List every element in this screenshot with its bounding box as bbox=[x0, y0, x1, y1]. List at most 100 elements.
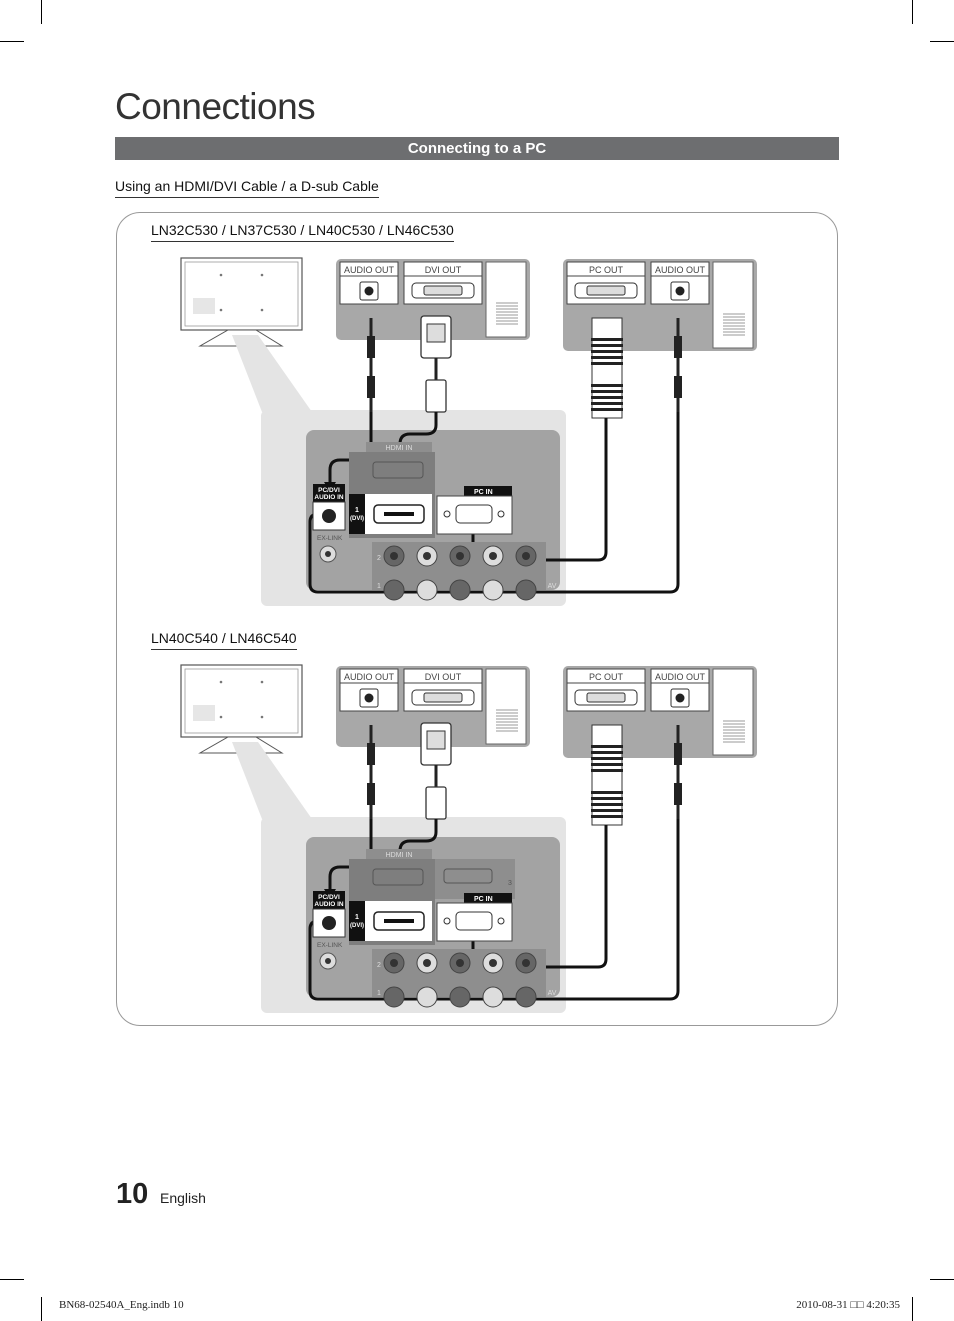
dvi-label: (DVI) bbox=[350, 923, 364, 929]
section-banner: Connecting to a PC bbox=[115, 137, 839, 160]
pc-in-label: PC IN bbox=[474, 489, 493, 496]
pc-tower-icon bbox=[485, 261, 527, 338]
rca-jack bbox=[456, 552, 464, 560]
dsub-ferrite bbox=[591, 809, 623, 812]
pc-in-label-bg bbox=[464, 893, 512, 903]
audio-cable-return-path bbox=[308, 412, 680, 594]
dsub-ferrite bbox=[591, 396, 623, 399]
dsub-ferrite bbox=[591, 402, 623, 405]
ex-link-jack bbox=[325, 958, 331, 964]
rca-jack bbox=[416, 986, 438, 1008]
rca-jack bbox=[449, 986, 471, 1008]
dsub-ferrite bbox=[591, 815, 623, 818]
audio-plug bbox=[674, 336, 682, 358]
pc-in-label-bg bbox=[464, 486, 512, 496]
row-label: 2 bbox=[377, 555, 381, 562]
screw-icon bbox=[443, 917, 451, 925]
tv-icon bbox=[180, 664, 303, 738]
hdmi-in-label: HDMI IN bbox=[386, 445, 413, 452]
audio-jack-icon bbox=[322, 509, 336, 523]
audio-plug bbox=[367, 376, 375, 398]
dsub-ferrite bbox=[591, 745, 623, 748]
pc-port-label: DVI OUT bbox=[425, 672, 462, 682]
hdmi-header bbox=[366, 849, 432, 859]
hdmi-port-icon bbox=[384, 919, 414, 923]
pc-tower-icon bbox=[485, 668, 527, 745]
tv-screen bbox=[184, 668, 299, 734]
dsub-ferrite bbox=[591, 797, 623, 800]
row-label: 1 bbox=[377, 583, 381, 590]
dsub-ferrite bbox=[591, 751, 623, 754]
subheading: Using an HDMI/DVI Cable / a D-sub Cable bbox=[115, 178, 379, 198]
model-label: LN40C540 / LN46C540 bbox=[151, 630, 297, 650]
hdmi-cable-path bbox=[398, 412, 438, 500]
audio-plug bbox=[674, 376, 682, 398]
row-label: 2 bbox=[377, 962, 381, 969]
tv-dot bbox=[219, 273, 223, 277]
rca-jack bbox=[390, 552, 398, 560]
crop-mark bbox=[912, 0, 913, 24]
page-title: Connections bbox=[115, 86, 316, 127]
dsub-ferrite bbox=[591, 791, 623, 794]
hdmi1-label-bg bbox=[349, 494, 365, 534]
audio-jack-icon bbox=[675, 693, 685, 703]
pc-port-label: AUDIO OUT bbox=[344, 265, 395, 275]
audio-jack-icon bbox=[364, 286, 374, 296]
dvi-label: (DVI) bbox=[350, 516, 364, 522]
hdmi-port-icon bbox=[443, 868, 493, 884]
dvi-port-icon bbox=[423, 285, 463, 296]
ex-link-label: EX-LINK bbox=[317, 535, 343, 542]
tv-highlight bbox=[193, 298, 215, 314]
rca-jack bbox=[456, 959, 464, 967]
audio-plug bbox=[674, 743, 682, 765]
rca-jack bbox=[489, 552, 497, 560]
hdmi-in-label: HDMI IN bbox=[386, 852, 413, 859]
hdmi1-label: 1 bbox=[355, 914, 359, 921]
rca-jack bbox=[489, 959, 497, 967]
pc-port-label: AUDIO OUT bbox=[655, 672, 706, 682]
pc-dvi-audio-label: PC/DVI bbox=[318, 894, 340, 901]
hdmi-plug bbox=[425, 379, 447, 413]
dsub-ferrite bbox=[591, 390, 623, 393]
page-language: English bbox=[160, 1190, 206, 1206]
av-label: AV bbox=[548, 990, 557, 997]
audio-jack-icon bbox=[675, 286, 685, 296]
diagram-panel bbox=[116, 212, 838, 1026]
hdmi-plug bbox=[425, 786, 447, 820]
footer-timestamp: 2010-08-31 □□ 4:20:35 bbox=[796, 1299, 900, 1311]
tv-dot bbox=[260, 308, 264, 312]
audio-plug bbox=[674, 783, 682, 805]
hdmi-3-block bbox=[435, 859, 515, 899]
dsub-ferrite bbox=[591, 408, 623, 411]
rca-jack bbox=[383, 986, 405, 1008]
rca-jack bbox=[515, 986, 537, 1008]
tv-dot bbox=[219, 308, 223, 312]
zoom-beam bbox=[232, 335, 312, 412]
pc-in-label: PC IN bbox=[474, 896, 493, 903]
crop-mark bbox=[912, 1297, 913, 1321]
rca-jack bbox=[423, 552, 431, 560]
zoom-beam bbox=[232, 742, 312, 819]
rca-jack bbox=[522, 552, 530, 560]
tv-dot bbox=[219, 680, 223, 684]
crop-mark bbox=[0, 1279, 24, 1280]
crop-mark bbox=[41, 0, 42, 24]
dsub-ferrite bbox=[591, 356, 623, 359]
hdmi-header bbox=[366, 442, 432, 452]
hdmi1-label: 1 bbox=[355, 507, 359, 514]
hdmi-3-label: 3 bbox=[508, 880, 512, 887]
pc-tower-icon bbox=[712, 668, 754, 756]
row-label: 1 bbox=[377, 990, 381, 997]
pc-port-label: PC OUT bbox=[589, 265, 624, 275]
dsub-ferrite bbox=[591, 757, 623, 760]
dsub-ferrite bbox=[591, 362, 623, 365]
footer-file: BN68-02540A_Eng.indb 10 bbox=[59, 1299, 184, 1311]
pc-port-label: AUDIO OUT bbox=[655, 265, 706, 275]
screw-icon bbox=[497, 917, 505, 925]
dsub-ferrite bbox=[591, 350, 623, 353]
dvi-plug bbox=[426, 323, 446, 343]
crop-mark bbox=[930, 41, 954, 42]
pc-dvi-audio-label: PC/DVI bbox=[318, 487, 340, 494]
